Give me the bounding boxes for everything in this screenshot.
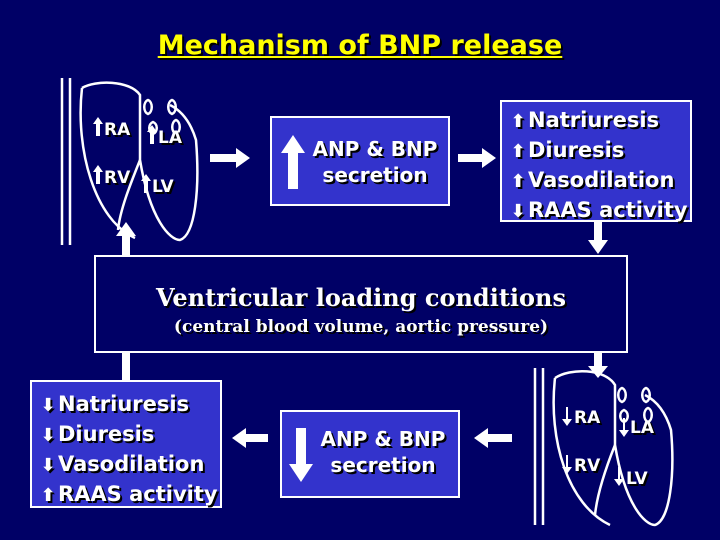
top-la-arrow-icon <box>147 125 157 144</box>
arrow-down-icon: ⬇ <box>40 455 56 476</box>
arrow-up-icon: ⬆ <box>40 485 56 506</box>
arrow-down-icon <box>588 220 608 254</box>
bottom-la-arrow-icon <box>619 418 629 437</box>
arrow-up-icon: ⬆ <box>510 141 526 162</box>
arrow-left-icon <box>232 428 268 448</box>
loading-conditions-title: Ventricular loading conditions <box>155 283 566 312</box>
bottom-heart-rv-label: RV <box>574 456 601 476</box>
arrow-left-icon <box>474 428 512 448</box>
arrow-right-icon <box>210 148 250 168</box>
bottom-heart-icon <box>533 368 674 527</box>
bottom-heart-ra-label: RA <box>574 408 601 428</box>
bottom-effect-row: ⬇Vasodilation <box>38 450 220 480</box>
bottom-secretion-box: ANP & BNP secretion <box>280 410 460 498</box>
top-effect-row: ⬆Natriuresis <box>508 106 690 136</box>
arrow-up-icon <box>122 353 130 380</box>
arrow-up-icon <box>116 222 136 255</box>
bottom-heart-la-label: LA <box>630 418 654 438</box>
arrow-down-icon: ⬇ <box>40 425 56 446</box>
secretion-up-arrow-icon <box>281 135 305 189</box>
bottom-ra-arrow-icon <box>562 407 572 426</box>
secretion-down-arrow-icon <box>289 428 313 482</box>
bottom-lv-arrow-icon <box>614 467 624 486</box>
top-secretion-line1: ANP & BNP <box>312 137 438 161</box>
page-title: Mechanism of BNP release <box>157 30 563 61</box>
top-heart-rv-label: RV <box>104 168 131 188</box>
arrow-up-icon: ⬆ <box>510 171 526 192</box>
arrow-down-icon <box>588 353 608 378</box>
arrow-down-icon: ⬇ <box>40 395 56 416</box>
arrow-up-icon: ⬆ <box>510 111 526 132</box>
bottom-effect-row: ⬇Natriuresis <box>38 390 220 420</box>
top-lv-arrow-icon <box>141 174 151 193</box>
bottom-effects-box: ⬇Natriuresis ⬇Diuresis ⬇Vasodilation ⬆RA… <box>30 380 222 508</box>
top-heart-ra-label: RA <box>104 120 131 140</box>
bottom-secretion-line2: secretion <box>330 453 436 477</box>
arrow-right-icon <box>458 148 496 168</box>
bottom-effect-row: ⬆RAAS activity <box>38 480 220 510</box>
top-rv-arrow-icon <box>93 165 103 184</box>
top-effect-row: ⬆Diuresis <box>508 136 690 166</box>
top-effect-row: ⬆Vasodilation <box>508 166 690 196</box>
top-ra-arrow-icon <box>93 117 103 136</box>
top-heart-lv-label: LV <box>152 177 174 197</box>
bottom-rv-arrow-icon <box>562 455 572 474</box>
top-effects-box: ⬆Natriuresis ⬆Diuresis ⬆Vasodilation ⬇RA… <box>500 100 692 222</box>
loading-conditions-subtitle: (central blood volume, aortic pressure) <box>173 317 549 337</box>
bottom-secretion-line1: ANP & BNP <box>320 427 446 451</box>
top-heart-icon <box>60 78 199 245</box>
loading-conditions-box: Ventricular loading conditions (central … <box>94 255 628 353</box>
top-heart-la-label: LA <box>158 128 182 148</box>
bottom-effect-row: ⬇Diuresis <box>38 420 220 450</box>
bottom-heart-lv-label: LV <box>626 469 648 489</box>
arrow-down-icon: ⬇ <box>510 201 526 222</box>
top-secretion-box: ANP & BNP secretion <box>270 116 450 206</box>
top-secretion-line2: secretion <box>322 163 428 187</box>
top-effect-row: ⬇RAAS activity <box>508 196 690 226</box>
